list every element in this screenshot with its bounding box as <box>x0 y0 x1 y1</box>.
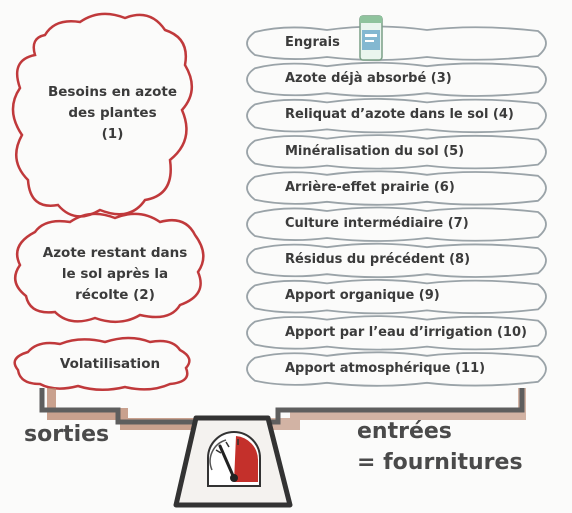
input-cloud <box>246 279 547 315</box>
input-item-label: Résidus du précédent (8) <box>285 252 471 268</box>
input-item-label: Apport par l’eau d’irrigation (10) <box>285 324 527 340</box>
cloud-remaining-nitrogen <box>13 212 205 324</box>
fertilizer-bag-icon <box>359 15 383 61</box>
input-cloud <box>246 206 547 242</box>
beam-right <box>262 388 525 425</box>
label-line: des plantes <box>68 105 157 121</box>
input-cloud <box>246 170 547 206</box>
inputs-label-line1: entrées <box>357 419 452 444</box>
input-item-label: Apport atmosphérique (11) <box>285 360 486 376</box>
label-volatilisation: Volatilisation <box>40 354 180 375</box>
label-line: récolte (2) <box>75 287 155 303</box>
balance-scale <box>39 388 526 508</box>
input-cloud <box>246 134 547 170</box>
beam-left <box>39 388 196 425</box>
input-item-label: Culture intermédiaire (7) <box>285 216 469 231</box>
input-cloud <box>246 351 547 387</box>
input-clouds <box>246 25 547 387</box>
input-item-label: Minéralisation du sol (5) <box>285 143 465 159</box>
cloud-plant-needs <box>11 12 193 218</box>
label-line: Besoins en azote <box>47 84 178 100</box>
input-item-label: Arrière-effet prairie (6) <box>285 179 455 195</box>
inputs-label-line2: = fournitures <box>357 450 523 475</box>
label-plant-needs: Besoins en azote des plantes (1) <box>35 82 190 145</box>
input-item-label: Reliquat d’azote dans le sol (4) <box>285 107 514 123</box>
label-line: (1) <box>101 126 124 142</box>
input-cloud <box>246 98 547 134</box>
input-cloud <box>246 315 547 351</box>
input-item-label: Apport organique (9) <box>285 288 440 304</box>
label-line: Azote restant dans <box>42 245 188 261</box>
label-line: le sol après la <box>61 266 169 282</box>
label-line: Volatilisation <box>59 356 161 372</box>
input-cloud <box>246 242 547 279</box>
scale-gauge-icon <box>207 431 261 487</box>
outputs-label: sorties <box>24 422 110 447</box>
input-cloud <box>246 61 547 98</box>
input-item-label: Engrais <box>285 35 340 50</box>
cloud-volatilisation <box>13 336 191 391</box>
label-remaining-nitrogen: Azote restant dans le sol après la récol… <box>30 243 200 306</box>
input-item-label: Azote déjà absorbé (3) <box>285 71 452 87</box>
